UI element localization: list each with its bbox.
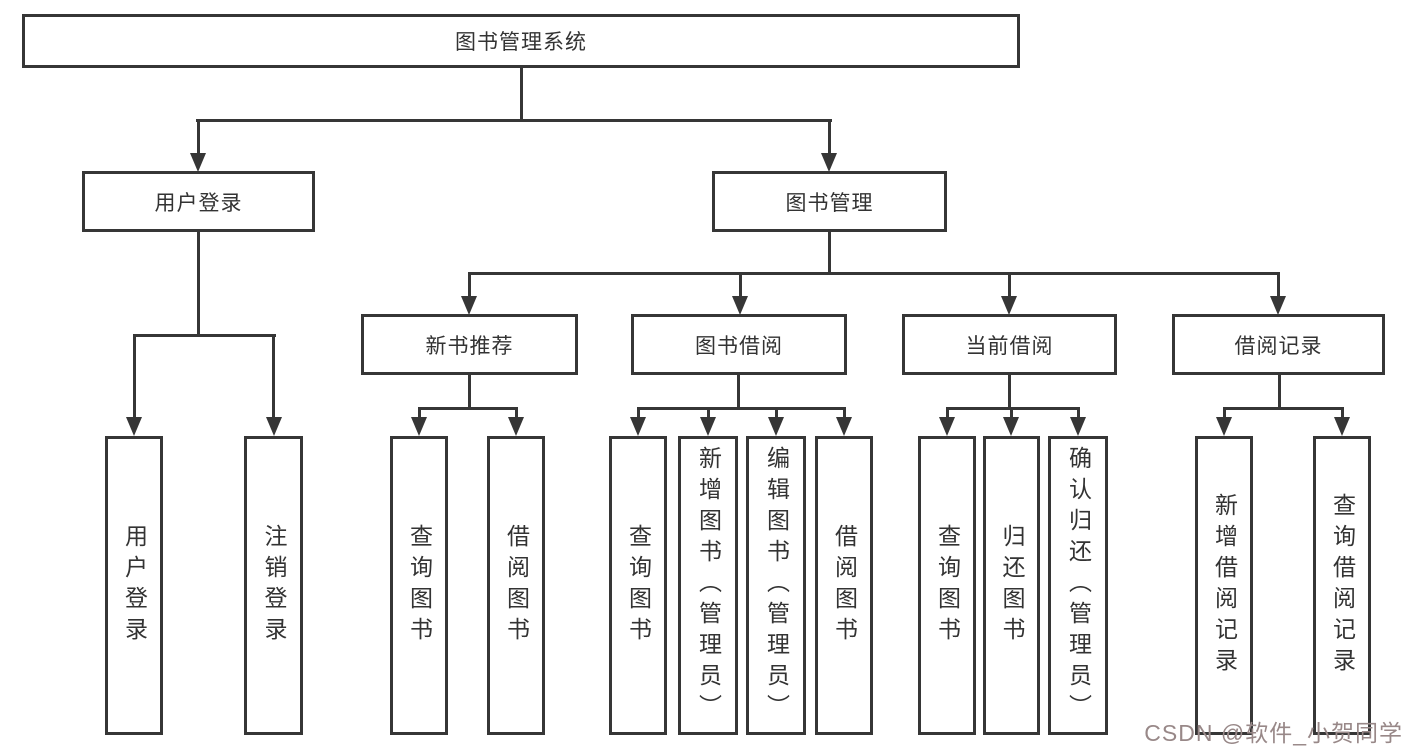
connector-line bbox=[1341, 407, 1344, 419]
connector-line bbox=[828, 119, 831, 155]
arrow-down-icon bbox=[768, 417, 784, 436]
arrow-down-icon bbox=[630, 417, 646, 436]
arrow-down-icon bbox=[508, 417, 524, 436]
node-logout: 注销登录 bbox=[244, 436, 303, 735]
csdn-watermark: CSDN @软件_小贺同学 bbox=[1144, 720, 1403, 746]
arrow-down-icon bbox=[821, 153, 837, 172]
node-borrow-books-recommend: 借阅图书 bbox=[487, 436, 545, 735]
arrow-down-icon bbox=[411, 417, 427, 436]
connector-line bbox=[737, 375, 740, 410]
arrow-down-icon bbox=[836, 417, 852, 436]
connector-line bbox=[1223, 407, 1226, 419]
arrow-down-icon bbox=[1070, 417, 1086, 436]
connector-line bbox=[468, 272, 1280, 275]
arrow-down-icon bbox=[1270, 296, 1286, 315]
node-return-book: 归还图书 bbox=[983, 436, 1040, 735]
connector-line bbox=[775, 407, 778, 419]
node-root-system: 图书管理系统 bbox=[22, 14, 1020, 68]
connector-line bbox=[133, 334, 136, 420]
node-borrowing-records: 借阅记录 bbox=[1172, 314, 1385, 375]
connector-line bbox=[637, 407, 640, 419]
node-borrow-books: 借阅图书 bbox=[815, 436, 873, 735]
node-confirm-return-admin: 确认归还（管理员） bbox=[1048, 436, 1108, 735]
node-current-borrowing: 当前借阅 bbox=[902, 314, 1117, 375]
arrow-down-icon bbox=[1334, 417, 1350, 436]
connector-line bbox=[637, 407, 846, 410]
arrow-down-icon bbox=[266, 417, 282, 436]
connector-line bbox=[1277, 272, 1280, 299]
connector-line bbox=[520, 68, 523, 121]
connector-line bbox=[468, 272, 471, 299]
connector-line bbox=[843, 407, 846, 419]
arrow-down-icon bbox=[1003, 417, 1019, 436]
arrow-down-icon bbox=[700, 417, 716, 436]
connector-line bbox=[468, 375, 471, 410]
connector-line bbox=[1010, 407, 1013, 419]
connector-line bbox=[272, 334, 275, 420]
connector-line bbox=[739, 272, 742, 299]
connector-line bbox=[133, 334, 276, 337]
connector-line bbox=[515, 407, 518, 419]
node-book-management-branch: 图书管理 bbox=[712, 171, 947, 232]
node-book-borrowing: 图书借阅 bbox=[631, 314, 847, 375]
arrow-down-icon bbox=[190, 153, 206, 172]
arrow-down-icon bbox=[461, 296, 477, 315]
connector-line bbox=[196, 119, 832, 122]
node-add-borrow-record: 新增借阅记录 bbox=[1195, 436, 1253, 735]
arrow-down-icon bbox=[732, 296, 748, 315]
connector-line bbox=[1008, 375, 1011, 410]
node-user-login-branch: 用户登录 bbox=[82, 171, 315, 232]
node-query-books-borrow: 查询图书 bbox=[609, 436, 667, 735]
connector-line bbox=[946, 407, 949, 419]
connector-line bbox=[418, 407, 518, 410]
node-add-book-admin: 新增图书（管理员） bbox=[678, 436, 738, 735]
connector-line bbox=[1223, 407, 1344, 410]
node-edit-book-admin: 编辑图书（管理员） bbox=[746, 436, 806, 735]
connector-line bbox=[828, 232, 831, 274]
connector-line bbox=[418, 407, 421, 419]
arrow-down-icon bbox=[1216, 417, 1232, 436]
connector-line bbox=[1077, 407, 1080, 419]
connector-line bbox=[197, 232, 200, 337]
arrow-down-icon bbox=[939, 417, 955, 436]
node-query-borrow-record: 查询借阅记录 bbox=[1313, 436, 1371, 735]
arrow-down-icon bbox=[126, 417, 142, 436]
connector-line bbox=[1278, 375, 1281, 410]
node-user-login-leaf: 用户登录 bbox=[105, 436, 163, 735]
arrow-down-icon bbox=[1001, 296, 1017, 315]
connector-line bbox=[197, 119, 200, 155]
connector-line bbox=[1008, 272, 1011, 299]
connector-line bbox=[707, 407, 710, 419]
node-query-books-current: 查询图书 bbox=[918, 436, 976, 735]
node-new-book-recommend: 新书推荐 bbox=[361, 314, 578, 375]
node-query-books-recommend: 查询图书 bbox=[390, 436, 448, 735]
connector-line bbox=[946, 407, 1080, 410]
